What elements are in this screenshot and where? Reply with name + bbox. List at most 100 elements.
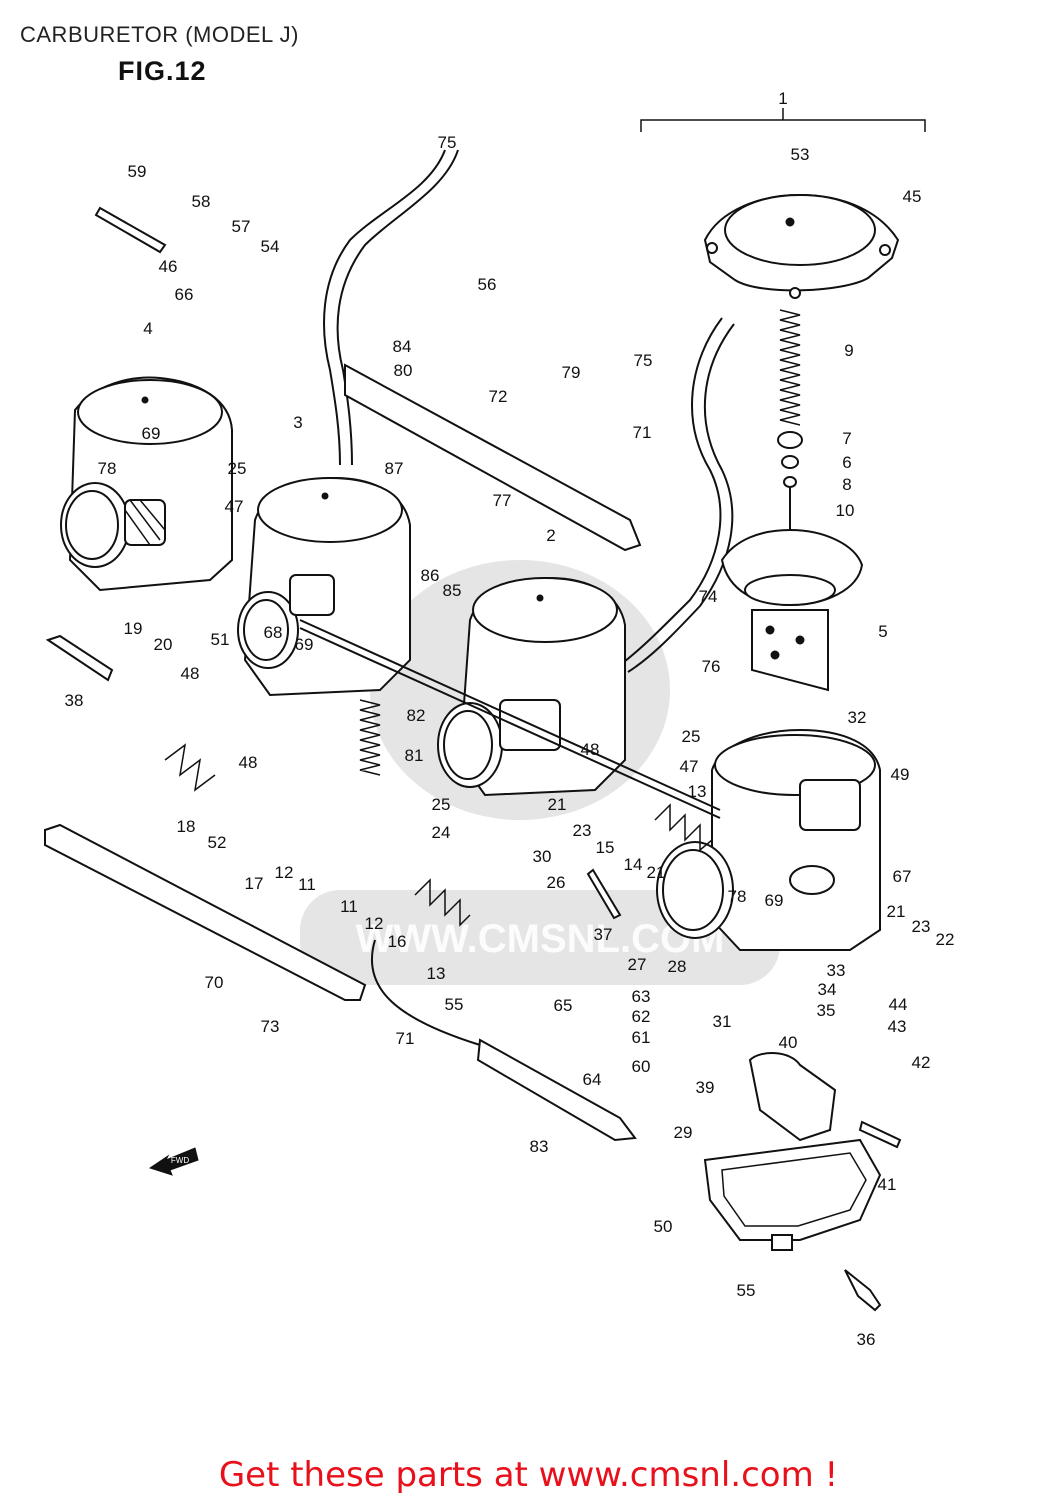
assembly-bracket xyxy=(640,119,926,132)
callout-83: 83 xyxy=(530,1137,549,1156)
callout-21: 21 xyxy=(548,795,567,814)
callout-47: 47 xyxy=(680,757,699,776)
callout-68: 68 xyxy=(264,623,283,642)
callout-30: 30 xyxy=(533,847,552,866)
float-bowl-29 xyxy=(703,1052,882,1251)
bracket-rail-72 xyxy=(344,363,642,552)
callout-28: 28 xyxy=(668,957,687,976)
bracket-plate-70 xyxy=(44,823,367,1001)
vent-hose-right xyxy=(619,317,723,666)
callout-58: 58 xyxy=(192,192,211,211)
callout-46: 46 xyxy=(159,257,178,276)
callout-39: 39 xyxy=(696,1078,715,1097)
callout-36: 36 xyxy=(857,1330,876,1349)
callout-29: 29 xyxy=(674,1123,693,1142)
callout-40: 40 xyxy=(779,1033,798,1052)
top-cover-53 xyxy=(703,193,900,299)
callout-52: 52 xyxy=(208,833,227,852)
callout-34: 34 xyxy=(818,980,837,999)
callout-4: 4 xyxy=(143,319,152,338)
callout-82: 82 xyxy=(407,706,426,725)
spring-13b xyxy=(654,803,713,852)
callout-24: 24 xyxy=(432,823,451,842)
callout-35: 35 xyxy=(817,1001,836,1020)
callout-55: 55 xyxy=(445,995,464,1014)
callout-7: 7 xyxy=(842,429,851,448)
callout-11: 11 xyxy=(298,875,316,894)
callout-61: 61 xyxy=(632,1028,651,1047)
throttle-shaft xyxy=(299,619,721,811)
callout-21: 21 xyxy=(647,863,666,882)
callout-17: 17 xyxy=(245,874,264,893)
callout-55: 55 xyxy=(737,1281,756,1300)
watermark-text: WWW.CMSNL.COM xyxy=(356,917,725,961)
callout-69: 69 xyxy=(295,635,314,654)
callout-63: 63 xyxy=(632,987,651,1006)
callout-8: 8 xyxy=(842,475,851,494)
callout-23: 23 xyxy=(912,917,931,936)
callout-27: 27 xyxy=(628,955,647,974)
callout-48: 48 xyxy=(181,664,200,683)
callout-6: 6 xyxy=(842,453,851,472)
callout-32: 32 xyxy=(848,708,867,727)
callout-73: 73 xyxy=(261,1017,280,1036)
callout-9: 9 xyxy=(844,341,853,360)
parts-link-banner[interactable]: Get these parts at www.cmsnl.com ! xyxy=(218,1455,839,1495)
throttle-cable-83 xyxy=(370,939,611,1121)
callout-12: 12 xyxy=(275,863,294,882)
vent-hose-right-inner xyxy=(627,323,735,673)
callout-33: 33 xyxy=(827,961,846,980)
callout-87: 87 xyxy=(385,459,404,478)
callout-41: 41 xyxy=(878,1175,897,1194)
callout-60: 60 xyxy=(632,1057,651,1076)
fwd-label: FWD xyxy=(171,1156,189,1165)
callout-67: 67 xyxy=(893,867,912,886)
figure-number: FIG.12 xyxy=(118,56,207,86)
callout-31: 31 xyxy=(713,1012,732,1031)
callout-84: 84 xyxy=(393,337,412,356)
callout-16: 16 xyxy=(388,932,407,951)
callout-77: 77 xyxy=(493,491,512,510)
callout-78: 78 xyxy=(728,887,747,906)
callout-13: 13 xyxy=(688,782,707,801)
callout-22: 22 xyxy=(936,930,955,949)
callout-38: 38 xyxy=(65,691,84,710)
spring-81 xyxy=(359,699,381,776)
vent-hose-left xyxy=(323,149,446,466)
callout-3: 3 xyxy=(293,413,302,432)
fwd-arrow: FWD xyxy=(148,1147,199,1176)
callout-18: 18 xyxy=(177,817,196,836)
diaphragm-piston-5 xyxy=(720,528,864,692)
callout-13: 13 xyxy=(427,964,446,983)
callout-47: 47 xyxy=(225,497,244,516)
callout-44: 44 xyxy=(889,995,908,1014)
callout-62: 62 xyxy=(632,1007,651,1026)
callout-86: 86 xyxy=(421,566,440,585)
carburetor-3 xyxy=(237,476,411,697)
callout-53: 53 xyxy=(791,145,810,164)
callout-64: 64 xyxy=(583,1070,602,1089)
callout-25: 25 xyxy=(682,727,701,746)
callout-69: 69 xyxy=(765,891,784,910)
callout-50: 50 xyxy=(654,1217,673,1236)
callout-75: 75 xyxy=(634,351,653,370)
callout-11: 11 xyxy=(340,897,358,916)
carburetor-2 xyxy=(437,576,626,797)
cable-sleeve xyxy=(476,1038,637,1142)
callout-43: 43 xyxy=(888,1017,907,1036)
callout-2: 2 xyxy=(546,526,555,545)
callout-5: 5 xyxy=(878,622,887,641)
callout-72: 72 xyxy=(489,387,508,406)
vent-hose-left-inner xyxy=(336,149,459,466)
callout-37: 37 xyxy=(594,925,613,944)
callout-74: 74 xyxy=(699,587,718,606)
callout-81: 81 xyxy=(405,746,424,765)
callout-80: 80 xyxy=(394,361,413,380)
callout-66: 66 xyxy=(175,285,194,304)
callout-10: 10 xyxy=(836,501,855,520)
callout-12: 12 xyxy=(365,914,384,933)
callout-79: 79 xyxy=(562,363,581,382)
